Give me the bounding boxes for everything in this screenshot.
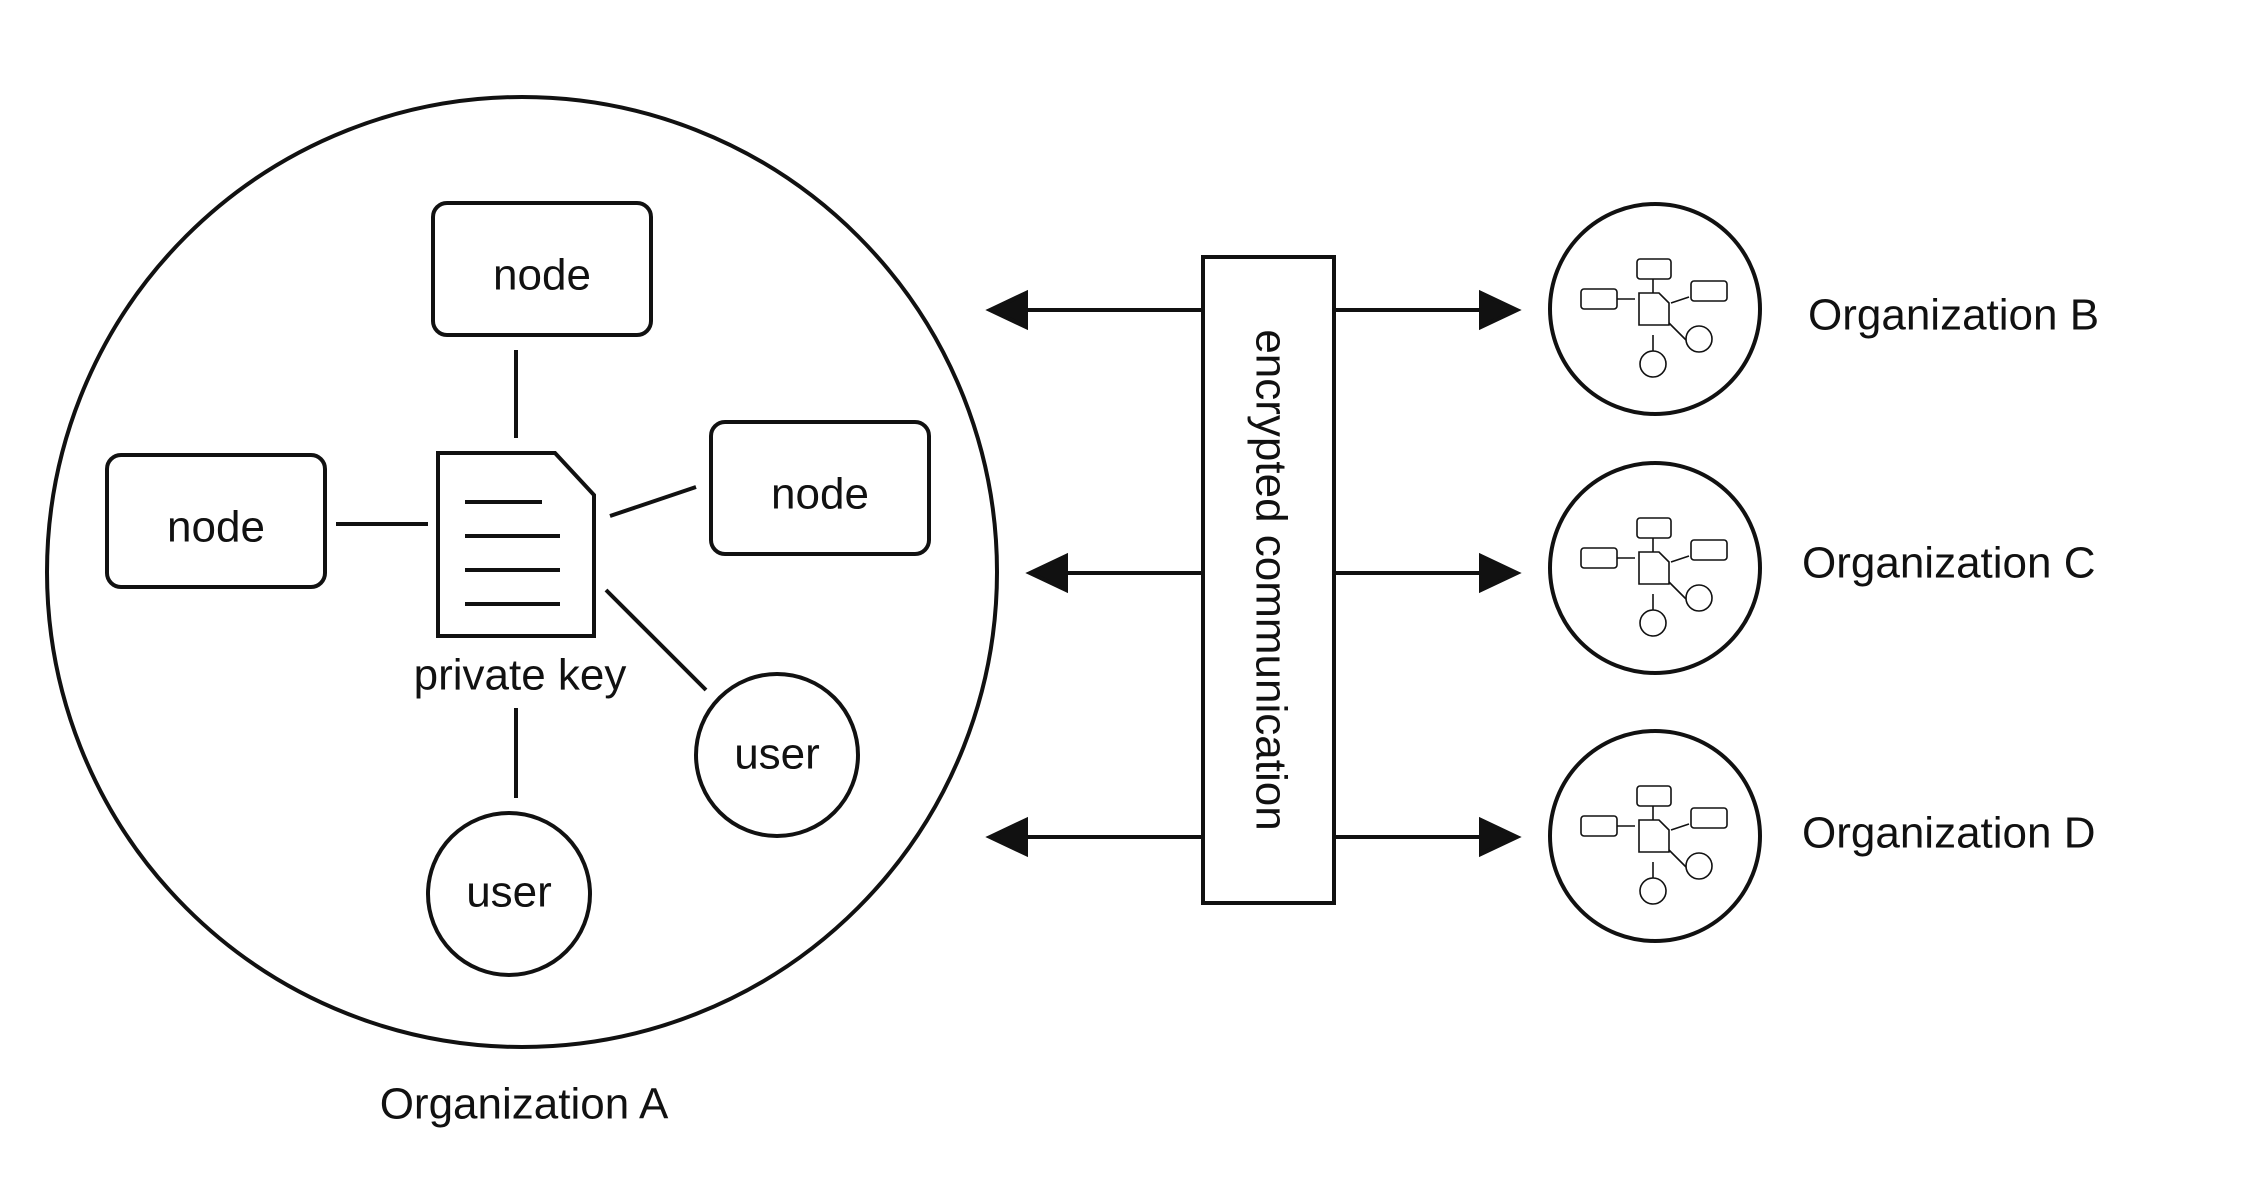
org-d: Organization D <box>1548 729 2095 943</box>
user-circle <box>694 672 860 838</box>
arrow-head-icon <box>1479 816 1522 858</box>
node-box <box>431 201 653 337</box>
network-icon <box>1548 202 1762 416</box>
node-box <box>709 420 931 556</box>
org-a-label: Organization A <box>380 1080 669 1129</box>
node-label: node <box>493 251 591 300</box>
org-b: Organization B <box>1548 202 2099 416</box>
user-right: user <box>694 672 860 838</box>
private-key-label: private key <box>414 651 627 700</box>
network-icon <box>1548 729 1762 943</box>
org-d-label: Organization D <box>1802 809 2095 858</box>
arrow-head-icon <box>1479 289 1522 331</box>
user-bottom: user <box>426 811 592 977</box>
arrow-head-icon <box>1025 552 1068 594</box>
encrypted-channel: encrypted communication <box>1201 255 1336 905</box>
document-icon <box>436 451 596 638</box>
arrow-head-icon <box>985 289 1028 331</box>
org-a-connectors <box>336 350 708 798</box>
channel-label: encrypted communication <box>1246 329 1295 830</box>
node-label: node <box>167 503 265 552</box>
connector-right-user <box>604 588 708 692</box>
connector-right-node <box>609 485 697 518</box>
arrow-head-icon <box>985 816 1028 858</box>
org-b-label: Organization B <box>1808 291 2099 340</box>
node-right: node <box>709 420 931 556</box>
network-icon <box>1548 461 1762 675</box>
user-label: user <box>466 868 552 917</box>
private-key: private key <box>414 451 627 700</box>
node-top: node <box>431 201 653 337</box>
user-circle <box>426 811 592 977</box>
org-c: Organization C <box>1548 461 2095 675</box>
node-label: node <box>771 470 869 519</box>
node-box <box>105 453 327 589</box>
channel-box <box>1201 255 1336 905</box>
org-a-circle <box>45 95 999 1049</box>
arrow-head-icon <box>1479 552 1522 594</box>
org-c-label: Organization C <box>1802 539 2095 588</box>
node-left: node <box>105 453 327 589</box>
user-label: user <box>734 730 820 779</box>
arrows <box>985 289 1522 858</box>
